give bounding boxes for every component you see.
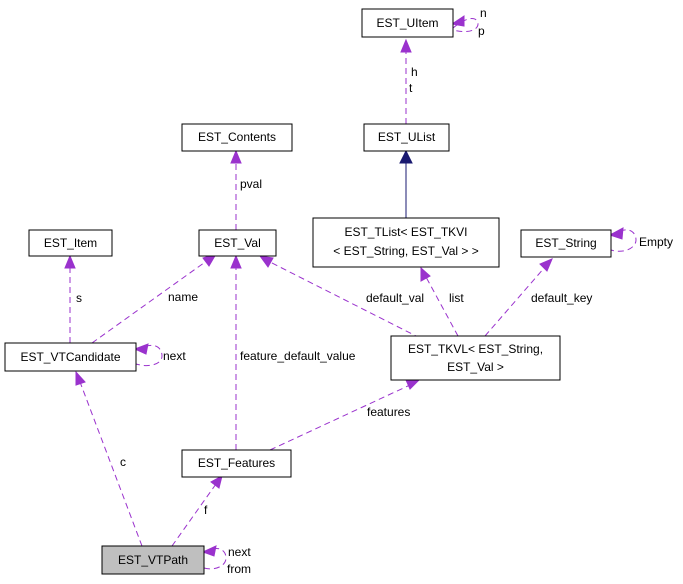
edge-string-self xyxy=(608,227,637,252)
edge-label-vtpath-next: next xyxy=(228,545,251,559)
edge-tlist-ulist-inherit xyxy=(399,149,413,218)
node-label-line2: < EST_String, EST_Val > > xyxy=(333,244,479,258)
edge-label-s: s xyxy=(76,291,82,305)
node-label: EST_Val xyxy=(214,236,260,250)
edge-features-val xyxy=(230,254,242,450)
edge-label-from: from xyxy=(227,562,251,576)
node-est-tkvl[interactable]: EST_TKVL< EST_String, EST_Val > xyxy=(390,335,561,381)
edge-val-contents xyxy=(230,149,242,230)
node-label: EST_String xyxy=(535,236,596,250)
edge-label-feature-default-value: feature_default_value xyxy=(240,349,356,363)
edge-label-default-val: default_val xyxy=(366,291,424,305)
node-label: EST_VTPath xyxy=(118,553,188,567)
node-label-line2: EST_Val > xyxy=(447,360,504,374)
node-est-string[interactable]: EST_String xyxy=(520,229,612,258)
edge-label-n: n xyxy=(480,6,487,20)
edge-ulist-uitem xyxy=(400,38,412,124)
edge-vtcandidate-item xyxy=(64,254,76,343)
node-label: EST_UItem xyxy=(376,16,438,30)
node-label-line1: EST_TList< EST_TKVI xyxy=(344,225,467,239)
node-label: EST_Contents xyxy=(198,130,276,144)
node-est-ulist[interactable]: EST_UList xyxy=(363,123,450,152)
edge-uitem-self xyxy=(450,15,479,33)
edge-label-h: h xyxy=(411,65,418,79)
node-est-val[interactable]: EST_Val xyxy=(198,229,277,257)
edge-label-list: list xyxy=(449,291,464,305)
node-est-contents[interactable]: EST_Contents xyxy=(181,123,293,152)
node-label: EST_VTCandidate xyxy=(20,350,120,364)
node-est-tlist[interactable]: EST_TList< EST_TKVI < EST_String, EST_Va… xyxy=(312,217,500,268)
edge-tkvl-val xyxy=(258,255,421,339)
edge-vtcandidate-self xyxy=(133,343,163,367)
edge-label-default-key: default_key xyxy=(531,291,592,305)
node-est-features[interactable]: EST_Features xyxy=(181,449,292,478)
edge-label-name: name xyxy=(168,290,198,304)
node-label: EST_UList xyxy=(378,130,436,144)
node-est-vtcandidate[interactable]: EST_VTCandidate xyxy=(4,342,137,372)
edge-label-t: t xyxy=(409,81,413,95)
edge-label-pval: pval xyxy=(240,177,262,191)
edge-label-p: p xyxy=(478,24,485,38)
edge-label-vtcandidate-next: next xyxy=(163,349,186,363)
edge-tkvl-tlist xyxy=(420,266,459,337)
edge-label-f: f xyxy=(204,503,208,517)
node-label: EST_Item xyxy=(44,236,97,250)
edge-label-c: c xyxy=(120,455,126,469)
node-est-uitem[interactable]: EST_UItem xyxy=(361,8,454,38)
edge-label-features: features xyxy=(367,405,410,419)
edge-vtpath-vtcandidate xyxy=(75,370,143,547)
node-est-vtpath[interactable]: EST_VTPath xyxy=(101,545,205,575)
edge-tkvl-string xyxy=(484,258,553,337)
edge-vtpath-self xyxy=(201,545,227,570)
edge-label-empty: Empty xyxy=(639,235,673,249)
node-label-line1: EST_TKVL< EST_String, xyxy=(408,342,543,356)
node-label: EST_Features xyxy=(198,456,275,470)
edge-vtpath-features xyxy=(171,475,223,547)
node-est-item[interactable]: EST_Item xyxy=(28,229,113,257)
